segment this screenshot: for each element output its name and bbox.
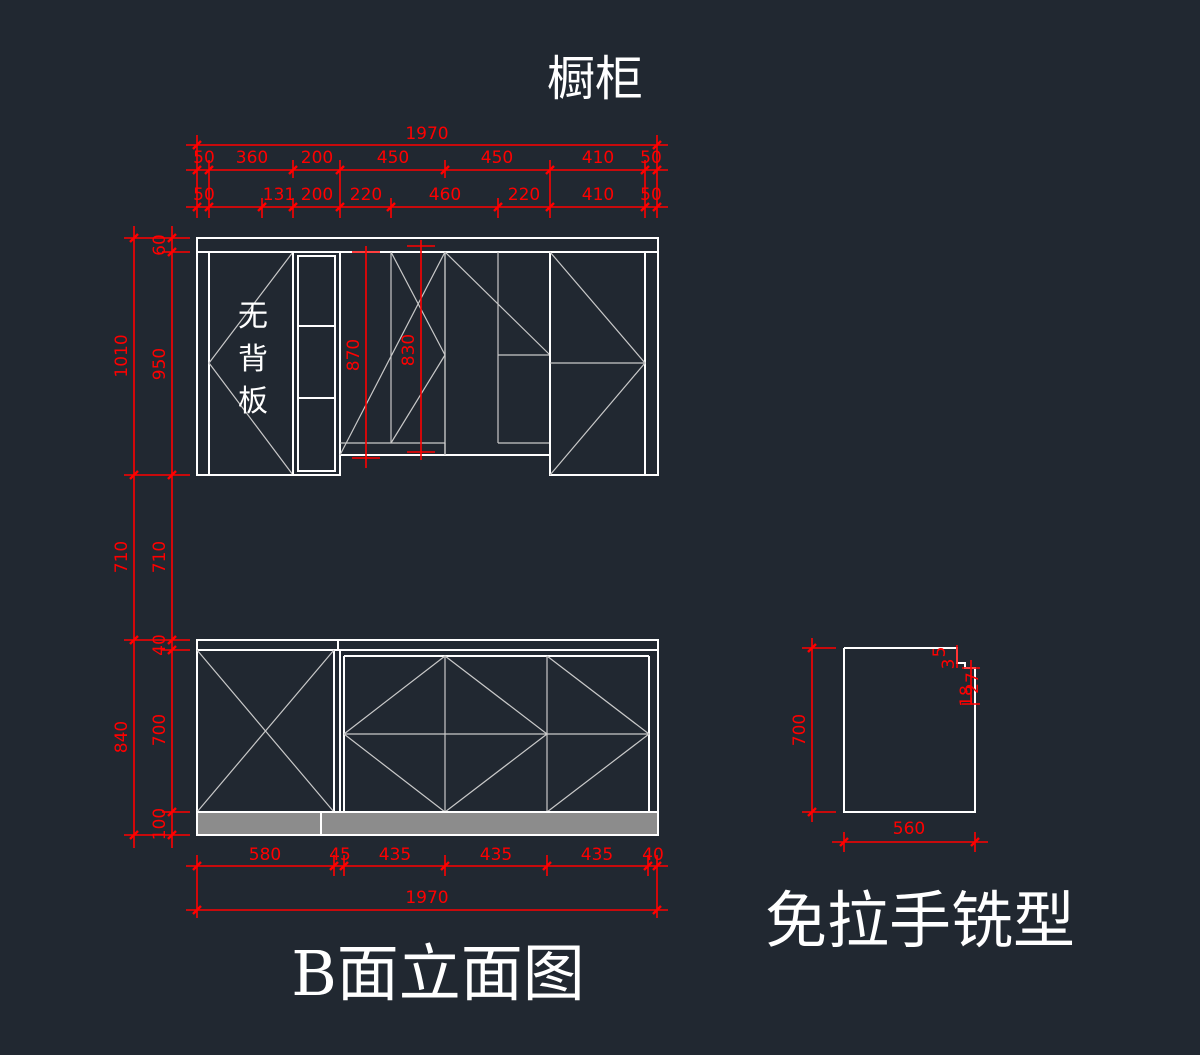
- dim-lower-inner: 700: [150, 714, 170, 746]
- bottom-dimension-chain: 580 45 435 435 435 40 1970: [186, 845, 668, 918]
- dim-upper-top: 60: [150, 234, 170, 256]
- title-b-elevation: B面立面图: [291, 937, 585, 1010]
- dim-groove-3: 18: [957, 685, 977, 707]
- title-handleless-milled: 免拉手铣型: [765, 884, 1075, 957]
- top-dimension-chain: 1970 50 360 200 450 450 410 50 50 131 20…: [186, 124, 668, 218]
- dim-top-r2-3: 220: [350, 185, 382, 205]
- label-no-back-3: 板: [238, 384, 268, 419]
- dim-top-r1-2: 200: [301, 148, 333, 168]
- left-dimension-chain: 1010 950 60 710 710 40 840 700 100: [112, 226, 190, 848]
- dim-top-total: 1970: [405, 124, 448, 144]
- dim-top-r1-5: 410: [582, 148, 614, 168]
- plinth: [196, 811, 659, 836]
- dim-bottom-3: 435: [480, 845, 512, 865]
- dim-bottom-1: 45: [329, 845, 351, 865]
- dim-base-top: 40: [150, 634, 170, 656]
- dim-upper-inner: 950: [150, 348, 170, 380]
- dim-bottom-5: 40: [642, 845, 664, 865]
- dim-upper-outer: 1010: [112, 334, 132, 377]
- dim-top-r2-5: 220: [508, 185, 540, 205]
- dim-inner-870: 870: [344, 339, 364, 371]
- dim-lower-plinth: 100: [150, 808, 170, 840]
- dim-groove-0: 5: [930, 647, 950, 658]
- dim-top-r2-6: 410: [582, 185, 614, 205]
- dim-groove-1: 3: [939, 659, 959, 670]
- upper-cabinet: 870 830 无 背 板: [196, 237, 659, 476]
- dim-top-r2-7: 50: [640, 185, 662, 205]
- dim-top-r1-6: 50: [640, 148, 662, 168]
- dim-bottom-total: 1970: [405, 888, 448, 908]
- dim-top-r1-4: 450: [481, 148, 513, 168]
- dim-side-width: 560: [893, 819, 925, 839]
- dim-side-height: 700: [790, 714, 810, 746]
- dim-inner-830: 830: [399, 334, 419, 366]
- dim-gap-outer: 710: [112, 541, 132, 573]
- dim-gap-inner: 710: [150, 541, 170, 573]
- lower-cabinet: [196, 639, 659, 836]
- label-no-back-2: 背: [238, 342, 268, 377]
- dim-bottom-2: 435: [379, 845, 411, 865]
- dim-top-r1-0: 50: [193, 148, 215, 168]
- dim-top-r1-3: 450: [377, 148, 409, 168]
- title-cabinet: 橱柜: [547, 51, 643, 107]
- dim-top-r2-0: 50: [193, 185, 215, 205]
- dim-groove-2: 27: [963, 672, 983, 694]
- dim-bottom-4: 435: [581, 845, 613, 865]
- dim-lower-outer: 840: [112, 721, 132, 753]
- label-no-back-1: 无: [238, 299, 268, 334]
- dim-top-r1-1: 360: [236, 148, 268, 168]
- side-profile: 700 560 5 3 27 18: [790, 638, 988, 852]
- dim-top-r2-4: 460: [429, 185, 461, 205]
- dim-bottom-0: 580: [249, 845, 281, 865]
- dim-top-r2-1: 131: [263, 185, 295, 205]
- dim-top-r2-2: 200: [301, 185, 333, 205]
